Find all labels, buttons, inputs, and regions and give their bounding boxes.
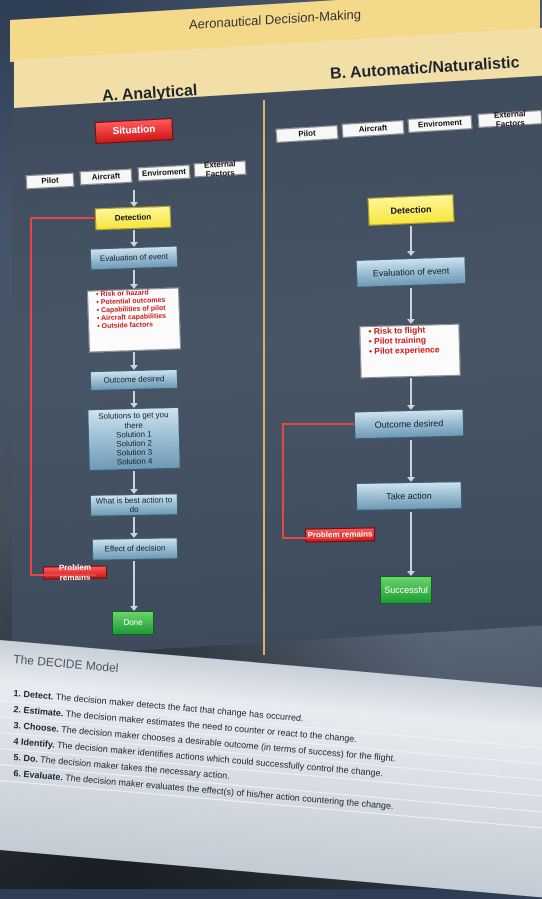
factor-pilot-a: Pilot <box>25 172 75 190</box>
solutions-title: Solutions to get you there <box>98 410 169 430</box>
arrow-icon <box>130 190 138 207</box>
situation-box: Situation <box>94 117 174 145</box>
solutions-box: Solutions to get you there Solution 1 So… <box>87 406 181 472</box>
arrow-icon <box>407 440 415 482</box>
arrow-icon <box>130 352 138 370</box>
solution-item: Solution 4 <box>116 456 153 467</box>
best-action-box: What is best action to do <box>89 493 179 517</box>
arrow-icon <box>130 517 138 538</box>
done-box: Done <box>112 611 154 635</box>
column-divider <box>263 100 265 655</box>
arrow-icon <box>130 471 138 494</box>
factor-external-a: External Factors <box>193 159 247 179</box>
factor-aircraft-a: Aircraft <box>79 168 133 186</box>
risk-item: Outside factors <box>97 322 154 332</box>
effect-box: Effect of decision <box>91 537 179 561</box>
factor-environment-a: Enviroment <box>137 164 191 182</box>
risk-list-b: Risk to flight Pilot training Pilot expe… <box>359 323 461 379</box>
outcome-box-a: Outcome desired <box>89 368 179 392</box>
arrow-icon <box>407 226 415 256</box>
decide-step-label: 5. Do. <box>13 752 39 765</box>
successful-box: Successful <box>380 576 432 604</box>
decide-panel <box>0 640 542 899</box>
detection-box-b: Detection <box>367 194 455 226</box>
arrow-icon <box>130 270 138 289</box>
evaluation-box-b: Evaluation of event <box>355 256 467 288</box>
feedback-loop-a <box>30 217 96 576</box>
feedback-loop-b <box>282 423 354 539</box>
arrow-icon <box>407 288 415 324</box>
risk-list-a: Risk or hazard Potential outcomes Capabi… <box>86 287 182 353</box>
arrow-icon <box>130 391 138 408</box>
risk-item: Pilot experience <box>369 344 440 357</box>
arrow-icon <box>407 378 415 410</box>
arrow-icon <box>130 230 138 247</box>
evaluation-box-a: Evaluation of event <box>89 245 179 271</box>
factor-external-b: External Factors <box>477 109 542 129</box>
take-action-box: Take action <box>355 481 463 511</box>
detection-box-a: Detection <box>94 205 172 231</box>
arrow-icon <box>407 512 415 576</box>
outcome-box-b: Outcome desired <box>353 408 465 440</box>
arrow-icon <box>130 561 138 611</box>
